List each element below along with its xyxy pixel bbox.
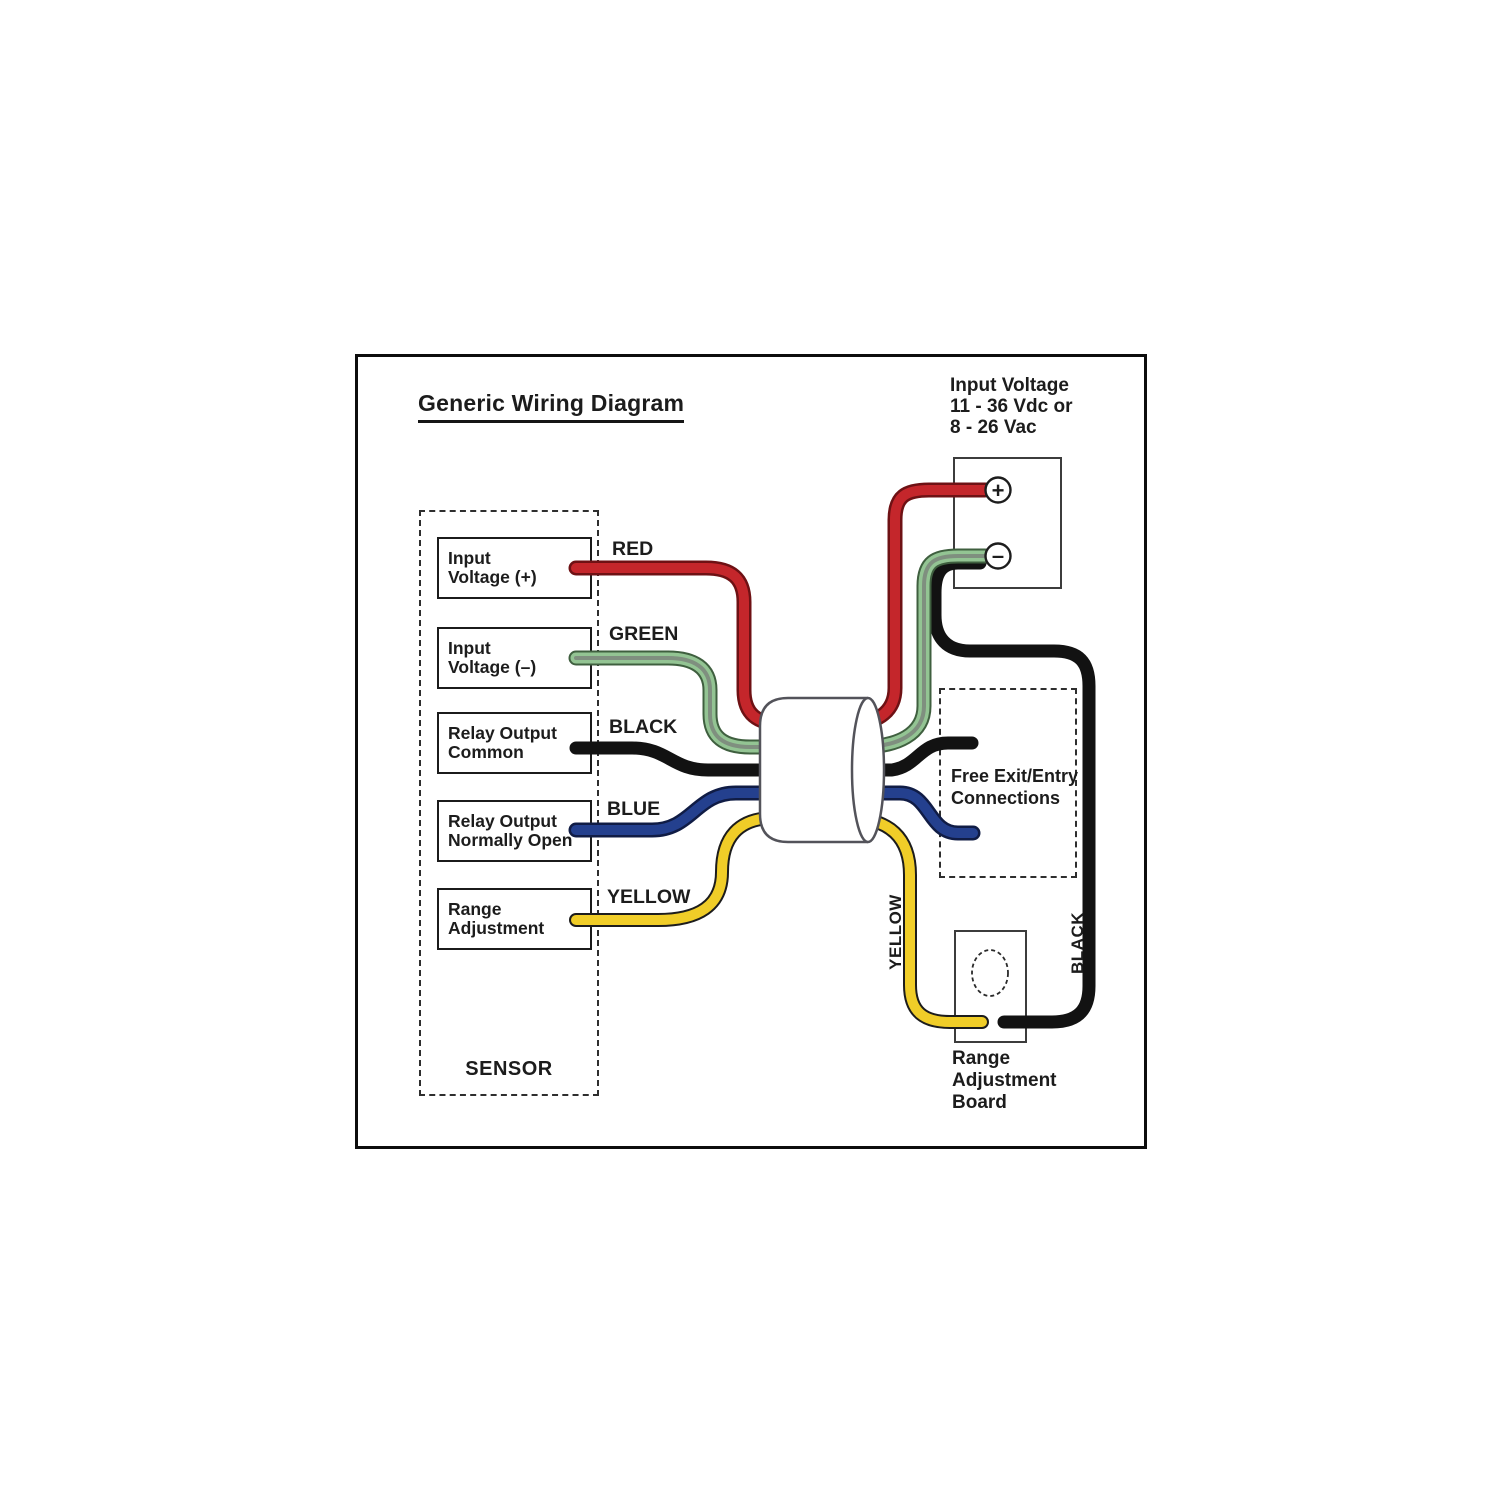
range-adjustment-board-label: Range Adjustment Board (952, 1048, 1057, 1114)
terminal-label-line: Voltage (–) (448, 657, 537, 677)
sensor-terminal-box-relay-common: Relay Output Common (437, 712, 592, 774)
terminal-label-line: Range (448, 898, 502, 919)
sensor-terminal-box-range-adjustment: Range Adjustment (437, 888, 592, 950)
wire-label-yellow: YELLOW (607, 886, 691, 908)
wire-label-black: BLACK (609, 716, 678, 738)
sensor-terminal-box-input-voltage-positive: Input Voltage (+) (437, 537, 592, 599)
input-voltage-terminal-box (953, 457, 1062, 589)
terminal-label-line: Relay Output (448, 810, 557, 831)
terminal-label-line: Voltage (+) (448, 567, 537, 587)
range-adjustment-board-box (954, 930, 1027, 1043)
sensor-label: SENSOR (465, 1058, 553, 1080)
input-voltage-note-line3: 8 - 26 Vac (950, 417, 1037, 438)
diagram-title: Generic Wiring Diagram (418, 390, 685, 423)
range-board-label-line3: Board (952, 1092, 1007, 1113)
free-exit-label-line1: Free Exit/Entry (951, 766, 1079, 786)
terminal-label-line: Normally Open (448, 830, 573, 850)
input-voltage-note: Input Voltage 11 - 36 Vdc or 8 - 26 Vac (950, 375, 1073, 438)
range-board-label-line2: Adjustment (952, 1070, 1057, 1091)
vertical-wire-label-black: BLACK (1068, 912, 1087, 974)
terminal-label-line: Input (448, 637, 491, 658)
input-voltage-note-line1: Input Voltage (950, 375, 1069, 396)
terminal-label-line: Relay Output (448, 722, 557, 743)
input-voltage-note-line2: 11 - 36 Vdc or (950, 396, 1073, 417)
free-exit-connections-label: Free Exit/Entry Connections (951, 765, 1078, 809)
wire-label-red: RED (612, 538, 654, 560)
wire-label-blue: BLUE (607, 798, 661, 820)
free-exit-label-line2: Connections (951, 788, 1061, 808)
range-board-label-line1: Range (952, 1048, 1011, 1069)
sensor-terminal-box-input-voltage-negative: Input Voltage (–) (437, 627, 592, 689)
terminal-label-line: Common (448, 742, 524, 762)
sensor-terminal-box-relay-normally-open: Relay Output Normally Open (437, 800, 592, 862)
vertical-wire-label-yellow: YELLOW (886, 894, 905, 970)
wire-label-green: GREEN (609, 623, 679, 645)
terminal-label-line: Adjustment (448, 918, 545, 938)
terminal-label-line: Input (448, 547, 491, 568)
